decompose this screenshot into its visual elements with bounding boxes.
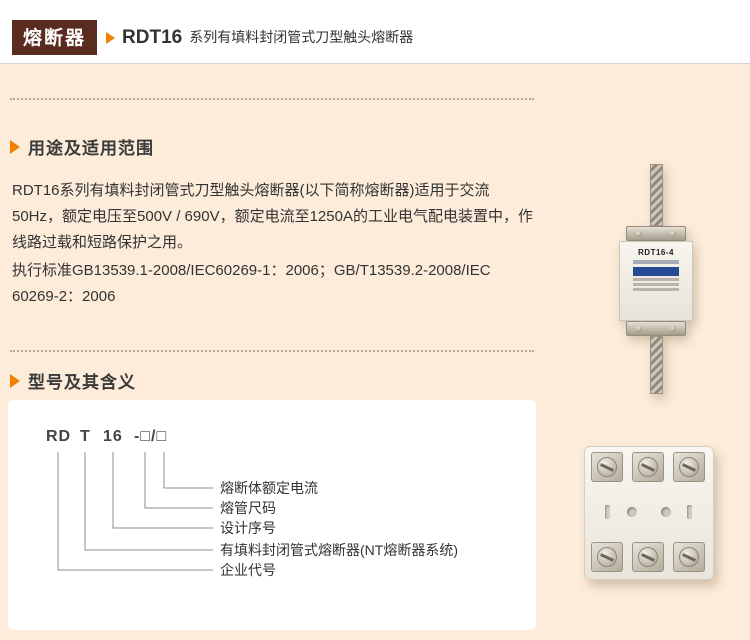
terminal-block (632, 542, 664, 572)
screw-icon (597, 547, 617, 567)
base-slot (605, 505, 610, 519)
model-label-rated-current: 熔断体额定电流 (220, 480, 318, 496)
section-usage-heading: 用途及适用范围 (10, 134, 154, 159)
section-model-heading: 型号及其含义 (10, 368, 136, 393)
model-label-company-code: 企业代号 (220, 562, 276, 578)
model-part-16: 16 (103, 428, 123, 445)
fuse-label-line (633, 278, 679, 281)
fuse-top-blade (649, 164, 663, 226)
header-row: 熔断器 RDT16 系列有填料封闭管式刀型触头熔断器 (12, 20, 413, 55)
terminal-block (591, 542, 623, 572)
section-arrow-icon (10, 373, 20, 388)
fuse-body: RDT16-4 (619, 241, 693, 321)
section-arrow-icon (10, 139, 20, 154)
fuse-label-line (633, 283, 679, 286)
standards-paragraph: 执行标准GB13539.1-2008/IEC60269-1：2006；GB/T1… (12, 262, 491, 305)
page-header: 熔断器 RDT16 系列有填料封闭管式刀型触头熔断器 (0, 0, 750, 64)
category-badge: 熔断器 (12, 20, 98, 55)
screw-icon (679, 457, 699, 477)
terminal-block (591, 452, 623, 482)
dotted-divider-top (10, 98, 534, 100)
section-model-title: 型号及其含义 (28, 373, 136, 392)
model-part-rd: RD (46, 428, 72, 445)
model-part-t: T (80, 428, 91, 445)
model-label-design-series: 设计序号 (220, 520, 276, 536)
fuse-base-photo (584, 446, 714, 580)
arrow-right-icon (106, 31, 116, 44)
fuse-label-bar (633, 260, 679, 264)
model-part-boxes: -□/□ (134, 428, 168, 445)
header-model-code: RDT16 (122, 26, 183, 48)
model-connector-lines (57, 452, 213, 571)
section-usage-title: 用途及适用范围 (28, 139, 154, 158)
model-label-tube-size: 熔管尺码 (220, 500, 276, 516)
fuse-top-cap (626, 226, 686, 241)
fuse-label-line (633, 288, 679, 291)
screw-icon (597, 457, 617, 477)
base-hole (627, 507, 637, 517)
model-meaning-box: RD T 16 -□/□ 熔断体额定电流 熔管尺码 设计序号 有填料封闭管式熔断… (8, 400, 536, 630)
fuse-bottom-cap (626, 321, 686, 336)
model-label-fuse-type: 有填料封闭管式熔断器(NT熔断器系统) (220, 542, 458, 558)
usage-paragraph: RDT16系列有填料封闭管式刀型触头熔断器(以下简称熔断器)适用于交流50Hz，… (12, 182, 533, 251)
screw-icon (638, 457, 658, 477)
fuse-bottom-blade (649, 336, 663, 394)
screw-icon (679, 547, 699, 567)
fuse-rating-label: RDT16-4 (638, 248, 674, 257)
terminal-block (673, 542, 705, 572)
terminal-block (673, 452, 705, 482)
base-hole (661, 507, 671, 517)
fuse-product-photo: RDT16-4 (598, 164, 714, 394)
base-slot (687, 505, 692, 519)
header-subtitle: 系列有填料封闭管式刀型触头熔断器 (189, 29, 414, 45)
terminal-block (632, 452, 664, 482)
fuse-blue-stripe (633, 267, 679, 276)
dotted-divider-middle (10, 350, 534, 352)
screw-icon (638, 547, 658, 567)
